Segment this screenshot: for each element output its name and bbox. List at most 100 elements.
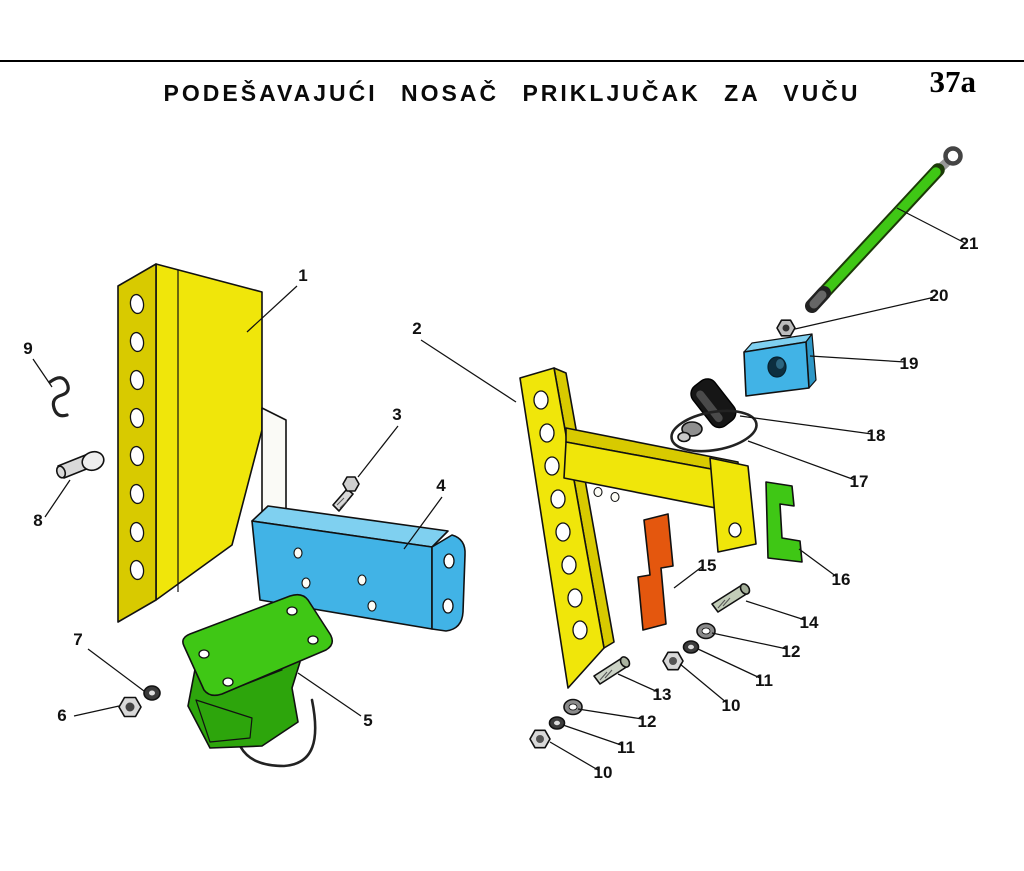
stud-thread	[599, 671, 608, 681]
block-hole-inner	[776, 359, 784, 369]
part-9-r-clip	[48, 376, 70, 418]
washer-hole	[701, 627, 711, 635]
part-15-offset-link	[637, 513, 674, 631]
leader-lines	[32, 207, 966, 771]
arm-hole	[593, 486, 603, 498]
plate-left-face	[117, 263, 157, 623]
part-label-9: 9	[23, 339, 32, 358]
leader-15	[673, 565, 704, 589]
part-label-19: 19	[900, 354, 919, 373]
part-2-adjustable-bracket	[519, 367, 757, 689]
part-label-7: 7	[73, 630, 82, 649]
part-label-11-left: 11	[617, 738, 635, 757]
bolt-shaft	[332, 488, 354, 512]
nut-hole	[536, 735, 544, 743]
bracket-hole	[544, 456, 560, 476]
part-label-6: 6	[57, 706, 66, 725]
part-label-13: 13	[653, 685, 672, 704]
leader-13	[617, 673, 659, 693]
leader-19	[809, 355, 906, 363]
ring-wire	[670, 409, 758, 453]
bracket-hole	[550, 489, 566, 509]
rod-end-fitting-face	[809, 290, 827, 309]
part-17-lanyard-ring	[670, 409, 758, 453]
knob-stem	[677, 431, 691, 443]
bolt-thread	[336, 497, 345, 506]
hitch-top-plate	[182, 593, 334, 697]
leader-20	[794, 296, 936, 330]
leader-5	[297, 672, 362, 717]
plate-hole	[129, 369, 145, 391]
bracket-hole	[555, 522, 571, 542]
part-label-2: 2	[412, 319, 421, 338]
bracket-hole	[561, 555, 577, 575]
stud-thread	[722, 597, 731, 607]
leader-6	[73, 705, 120, 717]
part-label-5: 5	[363, 711, 372, 730]
leader-17	[747, 440, 856, 481]
part-label-3: 3	[392, 405, 401, 424]
plate-hole-column	[129, 293, 145, 581]
plate-hole	[129, 521, 145, 543]
nut-hole	[125, 702, 135, 712]
pin-head	[81, 450, 105, 472]
part-12-washer-left	[563, 698, 583, 716]
part-8-clevis-pin	[55, 450, 105, 479]
nut-hole	[782, 324, 790, 332]
part-label-18: 18	[867, 426, 886, 445]
knob-highlight	[696, 390, 723, 423]
bracket-hole-column	[533, 390, 588, 640]
part-label-10-left: 10	[594, 763, 613, 782]
part-20-nut	[776, 319, 796, 337]
support-hole	[293, 547, 303, 559]
part-19-guide-block	[743, 333, 817, 397]
part-label-12-left: 12	[638, 712, 657, 731]
part-16-retainer-clip	[765, 481, 803, 563]
arm-hole	[610, 491, 620, 503]
washer-hole	[688, 644, 694, 650]
part-11-washer-left	[548, 716, 566, 730]
plate-hole	[129, 483, 145, 505]
part-13-stud-bolt	[593, 656, 631, 685]
leader-11-right	[697, 648, 761, 679]
leader-11-left	[562, 724, 622, 746]
stud-thread	[604, 669, 613, 679]
knob-body-group	[690, 378, 737, 429]
part-label-10-right: 10	[722, 696, 741, 715]
header-rule	[0, 60, 1024, 62]
washer-hole	[554, 720, 560, 726]
part-label-4: 4	[436, 476, 446, 495]
part-7-washer	[143, 685, 161, 701]
leader-8	[44, 479, 71, 518]
leader-12-left	[577, 708, 643, 720]
hitch-plate-hole	[198, 649, 210, 659]
support-hole	[357, 574, 367, 586]
leader-3	[357, 425, 399, 478]
hitch-plate-hole	[307, 635, 319, 645]
leader-16	[798, 548, 838, 578]
plate-hole	[129, 293, 145, 315]
leader-2	[420, 339, 517, 403]
plate-main-face	[155, 263, 263, 601]
part-1-main-bracket-plate	[117, 263, 287, 623]
rod-eye	[943, 146, 963, 166]
bracket-hole	[572, 620, 588, 640]
bracket-hole	[539, 423, 555, 443]
leader-14	[745, 600, 806, 621]
leader-1	[246, 285, 298, 333]
bracket-hole	[567, 588, 583, 608]
part-label-17: 17	[850, 472, 869, 491]
hitch-plate-hole	[222, 677, 234, 687]
part-label-11-right: 11	[755, 671, 773, 690]
bracket-hole	[533, 390, 549, 410]
part-11-washer-right	[682, 640, 700, 654]
hitch-lower-lip	[195, 699, 253, 743]
leader-10-right	[679, 663, 728, 704]
leader-21	[896, 207, 966, 244]
support-hole	[367, 600, 377, 612]
pin-end	[55, 465, 67, 479]
part-label-12-right: 12	[782, 642, 801, 661]
rod-shaft	[818, 167, 941, 299]
